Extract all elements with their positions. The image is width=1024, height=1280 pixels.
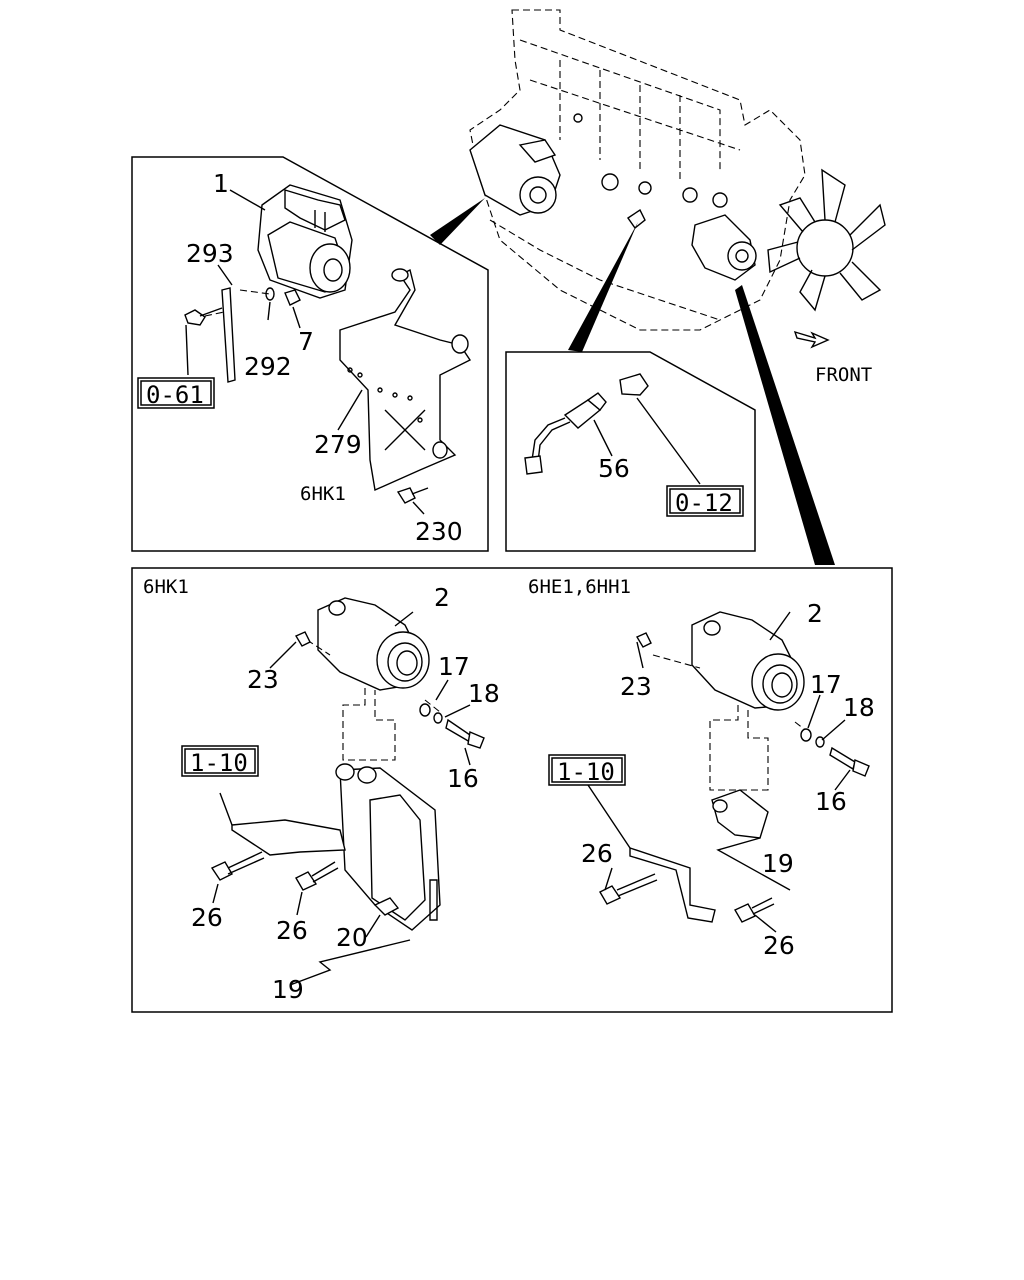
ref-box-061[interactable] (137, 377, 215, 409)
label-1: 1 (213, 169, 229, 198)
label-16-left: 16 (447, 764, 479, 793)
bolt-26-left-b (295, 871, 318, 891)
label-292: 292 (244, 352, 292, 381)
callout-wedge-alternator (735, 285, 835, 565)
ref-box-110-right[interactable] (548, 754, 626, 786)
label-17-left: 17 (438, 652, 470, 681)
starter-on-engine (469, 124, 561, 216)
bracket-19-right (711, 789, 769, 839)
label-18-right: 18 (843, 693, 875, 722)
label-2-left: 2 (434, 583, 450, 612)
bolt-16-right (829, 746, 856, 771)
panel-alternator: 6HK1 (131, 567, 893, 1013)
label-20-left: 20 (336, 923, 368, 952)
alternator-left (317, 597, 430, 691)
engine-overview: FRONT (430, 9, 886, 565)
callout-wedge-starter (430, 198, 485, 245)
label-26-right-b: 26 (763, 931, 795, 960)
sensor-56 (524, 392, 607, 475)
variant-6hk1-bottom: 6HK1 (143, 576, 189, 598)
washer-17-left (419, 703, 431, 717)
label-56: 56 (598, 454, 630, 483)
label-17-right: 17 (810, 670, 842, 699)
bolt-16-left (445, 718, 471, 744)
ref-box-012[interactable] (666, 485, 744, 517)
nut-23-right (635, 632, 652, 648)
front-label: FRONT (815, 364, 872, 386)
label-2-right: 2 (807, 599, 823, 628)
front-arrow: FRONT (793, 330, 872, 386)
bracket-279 (339, 268, 472, 492)
panel-starter-bracket: 1 293 292 7 279 6HK1 230 0-61 (131, 156, 489, 552)
label-18-left: 18 (468, 679, 500, 708)
starter-motor (257, 184, 353, 299)
cooling-fan (767, 168, 886, 312)
label-26-left-a: 26 (191, 903, 223, 932)
label-26-left-b: 26 (276, 916, 308, 945)
plate-293 (221, 287, 236, 383)
bolt-26-left-a (210, 861, 233, 881)
panel-sensor: 56 0-12 (505, 351, 756, 552)
variant-6hk1-top: 6HK1 (300, 483, 346, 505)
washer-17-right (800, 728, 812, 742)
label-230: 230 (415, 517, 463, 546)
nut-7 (284, 289, 301, 306)
ref-012[interactable]: 0-12 (675, 489, 733, 517)
label-279: 279 (314, 430, 362, 459)
nut-23-left (294, 631, 311, 647)
label-19-right: 19 (762, 849, 794, 878)
label-23-left: 23 (247, 665, 279, 694)
callout-wedge-sensor (568, 222, 638, 352)
washer-18-left (433, 712, 443, 724)
label-16-right: 16 (815, 787, 847, 816)
label-19-left: 19 (272, 975, 304, 1004)
bolt-061 (184, 309, 206, 326)
variant-6he1-6hh1: 6HE1,6HH1 (528, 576, 631, 598)
label-293: 293 (186, 239, 234, 268)
alternator-on-engine (691, 214, 757, 281)
alternator-right (691, 611, 805, 711)
adjust-arm-left (231, 819, 346, 856)
label-23-right: 23 (620, 672, 652, 701)
ref-110-left[interactable]: 1-10 (190, 749, 248, 777)
bolt-26-right-a (599, 885, 622, 905)
label-7: 7 (298, 327, 314, 356)
adjust-arm-right (629, 847, 716, 923)
bolt-26-right-b (734, 903, 756, 923)
label-26-right-a: 26 (581, 839, 613, 868)
ref-110-right[interactable]: 1-10 (557, 758, 615, 786)
ref-061[interactable]: 0-61 (146, 381, 204, 409)
bolt-230 (396, 487, 416, 504)
nut-012 (619, 373, 649, 396)
ref-box-110-left[interactable] (181, 745, 259, 777)
bracket-left (335, 763, 441, 931)
